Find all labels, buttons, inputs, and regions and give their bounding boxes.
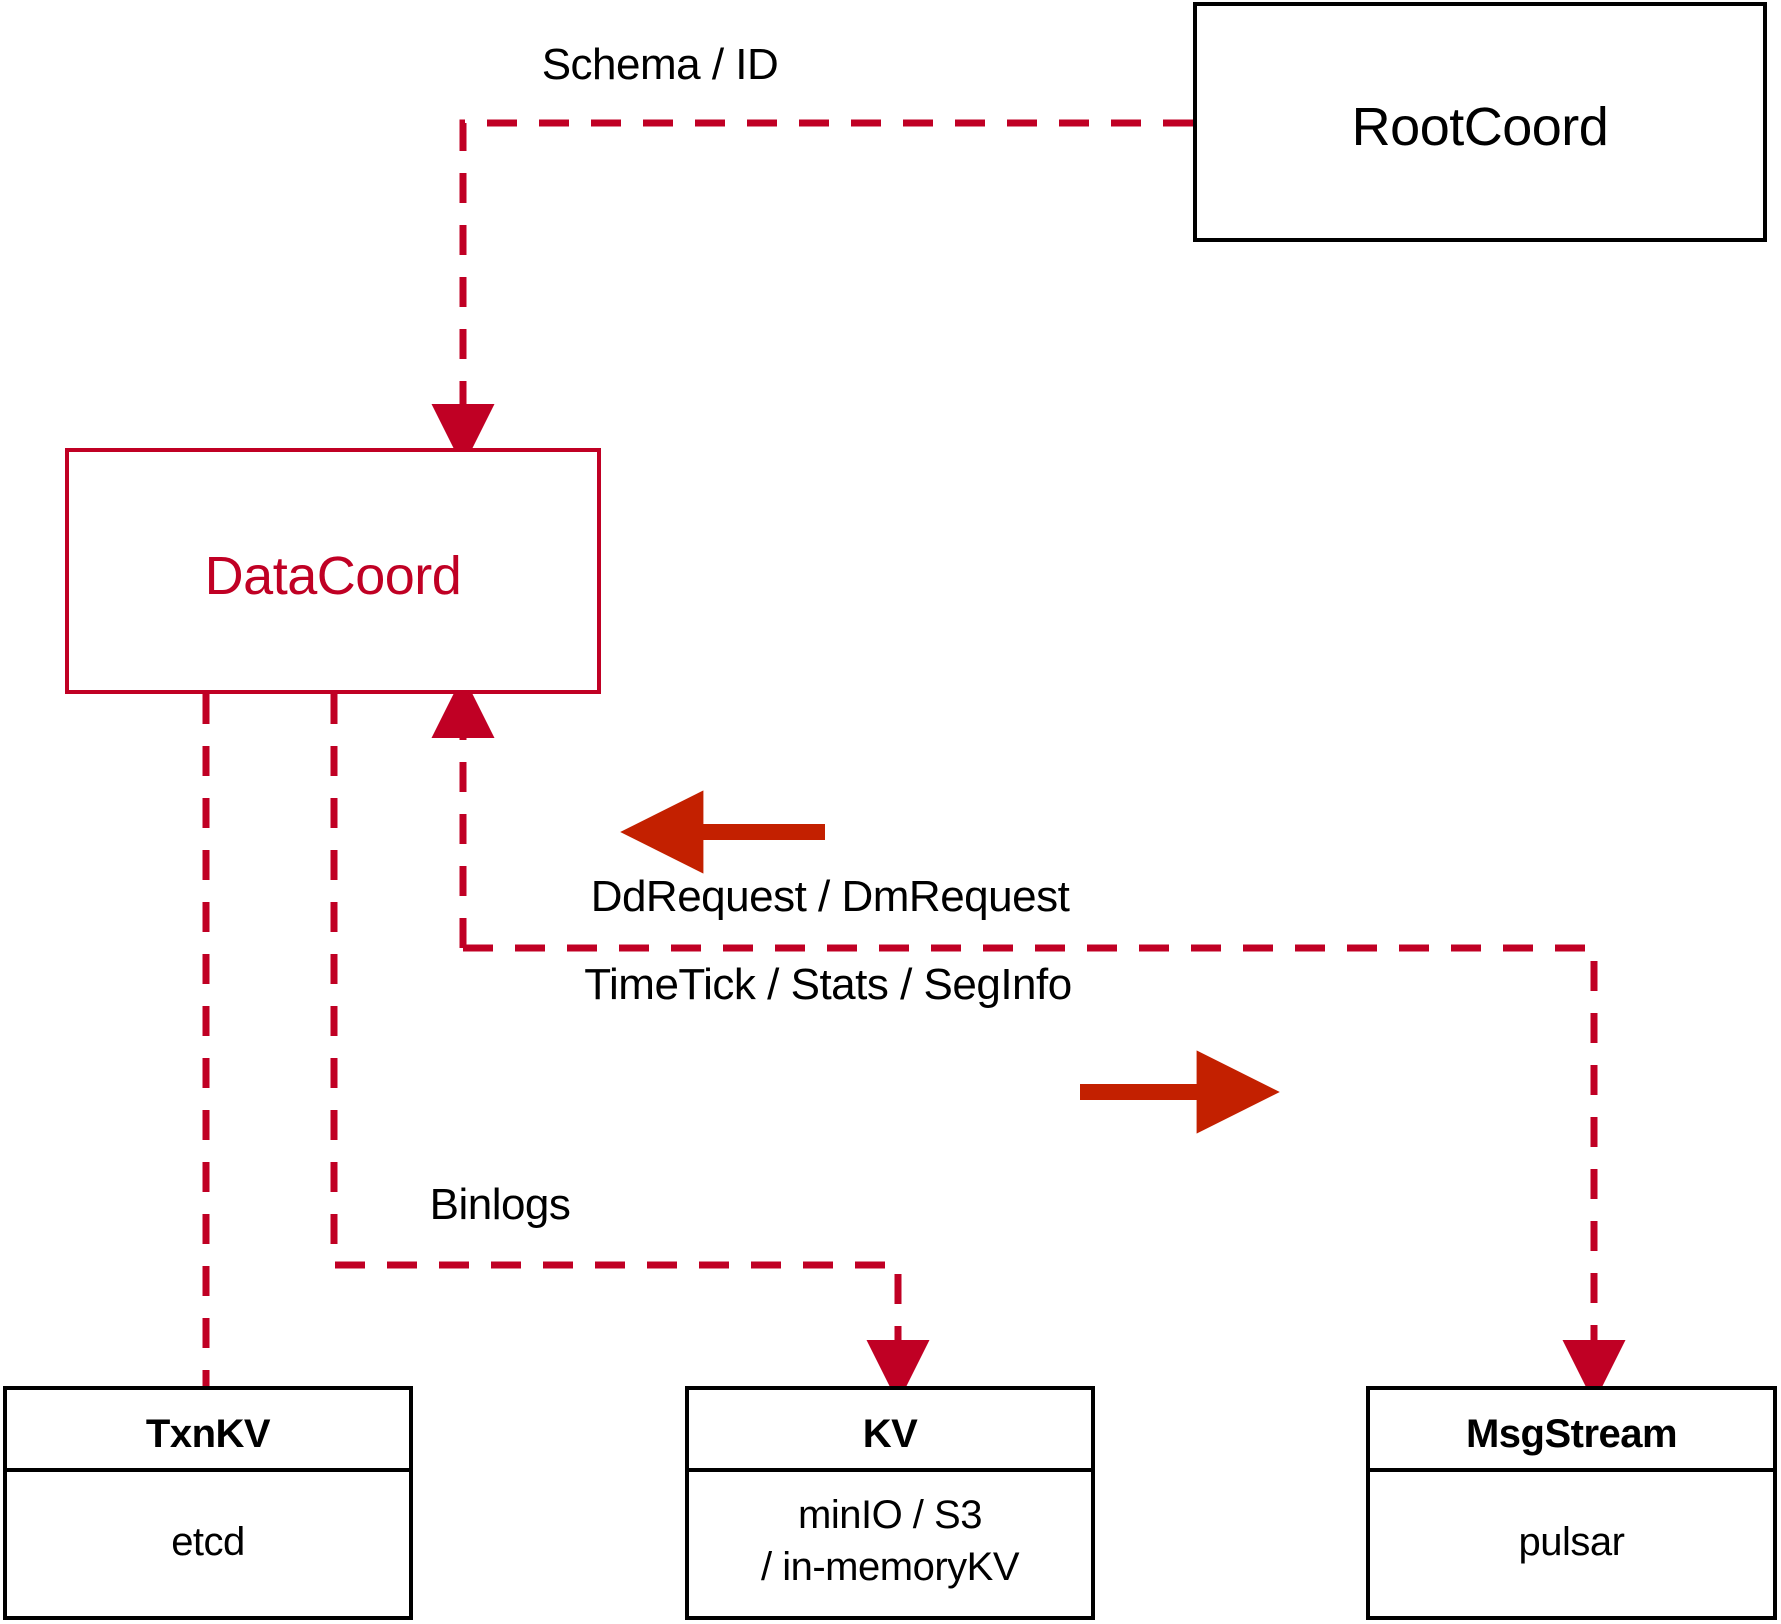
node-msgstream-title: MsgStream (1465, 1412, 1678, 1456)
edge-label-binlogs: Binlogs (429, 1180, 571, 1229)
edge-label-schema-id: Schema / ID (541, 40, 779, 89)
node-kv-title: KV (862, 1412, 918, 1456)
edge-path-schema-id (431, 119, 1193, 467)
edge-label-ddrequest-dmrequest: DdRequest / DmRequest (590, 872, 1070, 921)
node-msgstream[interactable]: MsgStream pulsar (1366, 1386, 1777, 1620)
node-txnkv-subtitle: etcd (171, 1520, 245, 1564)
node-rootcoord[interactable]: RootCoord (1193, 2, 1767, 242)
node-datacoord-title: DataCoord (204, 546, 462, 606)
node-msgstream-divider (1370, 1468, 1773, 1472)
node-msgstream-subtitle: pulsar (1518, 1520, 1625, 1564)
node-txnkv-title: TxnKV (145, 1412, 271, 1456)
edge-label-timetick-stats-seginfo: TimeTick / Stats / SegInfo (584, 960, 1072, 1009)
node-txnkv[interactable]: TxnKV etcd (3, 1386, 413, 1620)
node-kv-divider (689, 1468, 1091, 1472)
node-rootcoord-title: RootCoord (1351, 97, 1609, 157)
node-datacoord[interactable]: DataCoord (65, 448, 601, 694)
edge-path-timetick-rail (463, 944, 1626, 1403)
node-txnkv-divider (7, 1468, 409, 1472)
node-kv-subtitle-line2: / in-memoryKV (761, 1545, 1020, 1589)
node-kv[interactable]: KV minIO / S3 / in-memoryKV (685, 1386, 1095, 1620)
edge-path-binlogs (330, 694, 930, 1403)
node-kv-subtitle-line1: minIO / S3 (798, 1493, 982, 1537)
